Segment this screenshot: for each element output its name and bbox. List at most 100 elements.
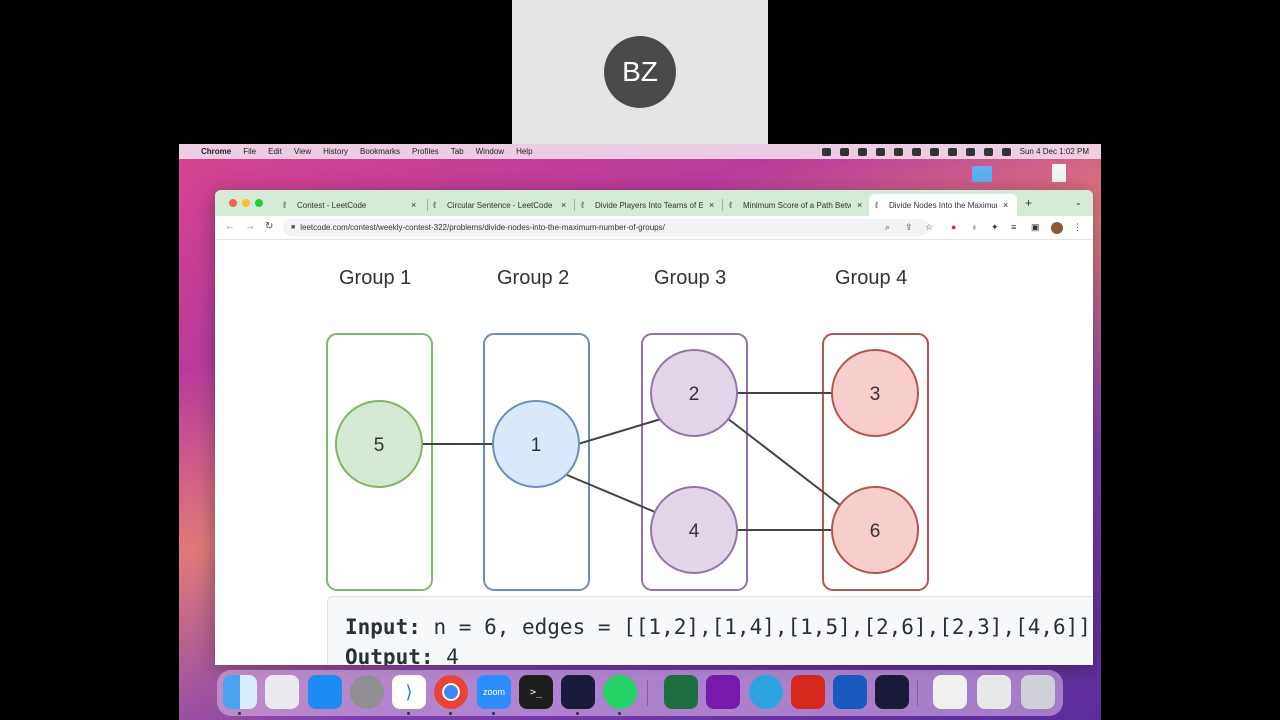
menu-bookmarks[interactable]: Bookmarks	[360, 147, 401, 156]
shared-screen: Chrome File Edit View History Bookmarks …	[179, 144, 1101, 720]
reload-icon[interactable]: ↻	[265, 221, 274, 232]
input-label: Input:	[345, 615, 421, 639]
group-1-box	[326, 333, 433, 591]
menu-file[interactable]: File	[243, 147, 257, 156]
trash-icon[interactable]	[1021, 675, 1055, 709]
tab-contest[interactable]: ℓ Contest - LeetCode ×	[277, 194, 425, 216]
excel-icon[interactable]	[664, 675, 698, 709]
menu-help[interactable]: Help	[516, 147, 533, 156]
close-icon[interactable]: ×	[561, 200, 567, 210]
sync-status-icon[interactable]	[857, 147, 867, 156]
leetcode-icon: ℓ	[581, 200, 584, 210]
onenote-icon[interactable]	[706, 675, 740, 709]
menu-history[interactable]: History	[323, 147, 349, 156]
address-bar[interactable]: ■ leetcode.com/contest/weekly-contest-32…	[283, 219, 929, 236]
menubar-clock[interactable]: Sun 4 Dec 1:02 PM	[1019, 147, 1089, 156]
tab-minimum-score[interactable]: ℓ Minimum Score of a Path Between Two Ci…	[723, 194, 871, 216]
edge-1-2	[577, 418, 662, 445]
s-status-icon[interactable]	[875, 147, 885, 156]
group-3-box	[641, 333, 748, 591]
node-1	[492, 400, 580, 488]
acrobat-icon[interactable]	[791, 675, 825, 709]
menu-view[interactable]: View	[293, 147, 312, 156]
node-3	[831, 349, 919, 437]
tab-label: Contest - LeetCode	[297, 200, 367, 210]
finder-icon[interactable]	[223, 675, 257, 709]
tab-divider	[427, 199, 428, 211]
menu-window[interactable]: Window	[475, 147, 505, 156]
input-line: Input: n = 6, edges = [[1,2],[1,4],[1,5]…	[345, 615, 1093, 645]
word-icon[interactable]	[833, 675, 867, 709]
more-menu-icon[interactable]: ⋮	[1073, 222, 1082, 232]
bookmark-star-icon[interactable]: ☆	[925, 222, 934, 232]
webex-icon[interactable]	[561, 675, 595, 709]
close-window-button[interactable]	[229, 199, 237, 207]
vscode-icon[interactable]: ⟩	[392, 675, 426, 709]
mac-dock: ⟩ zoom >_	[217, 670, 1063, 716]
side-panel-icon[interactable]: ▣	[1031, 222, 1040, 232]
node-5-label: 5	[374, 435, 385, 456]
running-indicator	[576, 712, 579, 715]
document-icon[interactable]	[933, 675, 967, 709]
telegram-icon[interactable]	[749, 675, 783, 709]
menu-edit[interactable]: Edit	[268, 147, 282, 156]
node-3-label: 3	[870, 384, 881, 405]
back-icon[interactable]: ←	[225, 221, 235, 232]
browser-toolbar: ← → ↻ ■ leetcode.com/contest/weekly-cont…	[215, 216, 1093, 240]
menu-chrome[interactable]: Chrome	[201, 147, 232, 156]
desktop-folder-icon[interactable]	[972, 166, 992, 182]
close-icon[interactable]: ×	[857, 200, 863, 210]
menu-profiles[interactable]: Profiles	[412, 147, 439, 156]
app-store-icon[interactable]	[308, 675, 342, 709]
search-icon[interactable]	[983, 147, 993, 156]
webex-meetings-icon[interactable]	[875, 675, 909, 709]
screenshot-icon[interactable]	[977, 675, 1011, 709]
chrome-window: ℓ Contest - LeetCode × ℓ Circular Senten…	[215, 190, 1093, 665]
node-4	[650, 486, 738, 574]
running-indicator	[618, 712, 621, 715]
battery-icon[interactable]	[929, 147, 939, 156]
menu-tab[interactable]: Tab	[450, 147, 464, 156]
close-icon[interactable]: ×	[411, 200, 417, 210]
close-icon[interactable]: ×	[1003, 200, 1009, 210]
mac-menubar: Chrome File Edit View History Bookmarks …	[179, 144, 1101, 159]
control-center-icon[interactable]	[1001, 147, 1011, 156]
forward-icon[interactable]: →	[245, 221, 255, 232]
whatsapp-icon[interactable]	[603, 675, 637, 709]
bluetooth-icon[interactable]	[911, 147, 921, 156]
running-indicator	[407, 712, 410, 715]
webex-status-icon[interactable]	[821, 147, 831, 156]
window-status-icon[interactable]	[893, 147, 903, 156]
new-tab-button[interactable]: +	[1025, 196, 1033, 210]
extensions-puzzle-icon[interactable]: ✦	[991, 222, 999, 232]
zoom-lens-icon[interactable]: ⌕	[885, 222, 891, 232]
tab-circular-sentence[interactable]: ℓ Circular Sentence - LeetCode ×	[427, 194, 575, 216]
share-icon[interactable]: ⇪	[905, 222, 913, 232]
profile-avatar[interactable]	[1051, 222, 1063, 234]
dock-divider	[647, 680, 648, 706]
tab-search-button[interactable]: ⌄	[1075, 198, 1082, 207]
launchpad-icon[interactable]	[265, 675, 299, 709]
wifi-icon[interactable]	[965, 147, 975, 156]
chrome-icon[interactable]	[434, 675, 468, 709]
extension-key-icon[interactable]: ♁	[971, 222, 978, 232]
reading-list-icon[interactable]: ≡	[1011, 222, 1017, 232]
tab-divider	[574, 199, 575, 211]
terminal-icon[interactable]: >_	[519, 675, 553, 709]
cloud-status-icon[interactable]	[839, 147, 849, 156]
running-indicator	[449, 712, 452, 715]
minimize-window-button[interactable]	[242, 199, 250, 207]
close-icon[interactable]: ×	[709, 200, 715, 210]
system-preferences-icon[interactable]	[350, 675, 384, 709]
tab-divide-players[interactable]: ℓ Divide Players Into Teams of Equal Ski…	[575, 194, 723, 216]
zoom-icon[interactable]: zoom	[477, 675, 511, 709]
node-1-label: 1	[531, 435, 542, 456]
desktop-file-icon[interactable]	[1052, 164, 1066, 182]
zoom-window-button[interactable]	[255, 199, 263, 207]
input-source-icon[interactable]	[947, 147, 957, 156]
extension-red-icon[interactable]: ●	[951, 222, 957, 232]
group-4-box	[822, 333, 929, 591]
tab-divide-nodes[interactable]: ℓ Divide Nodes Into the Maximum Number o…	[869, 194, 1017, 216]
leetcode-icon: ℓ	[729, 200, 732, 210]
